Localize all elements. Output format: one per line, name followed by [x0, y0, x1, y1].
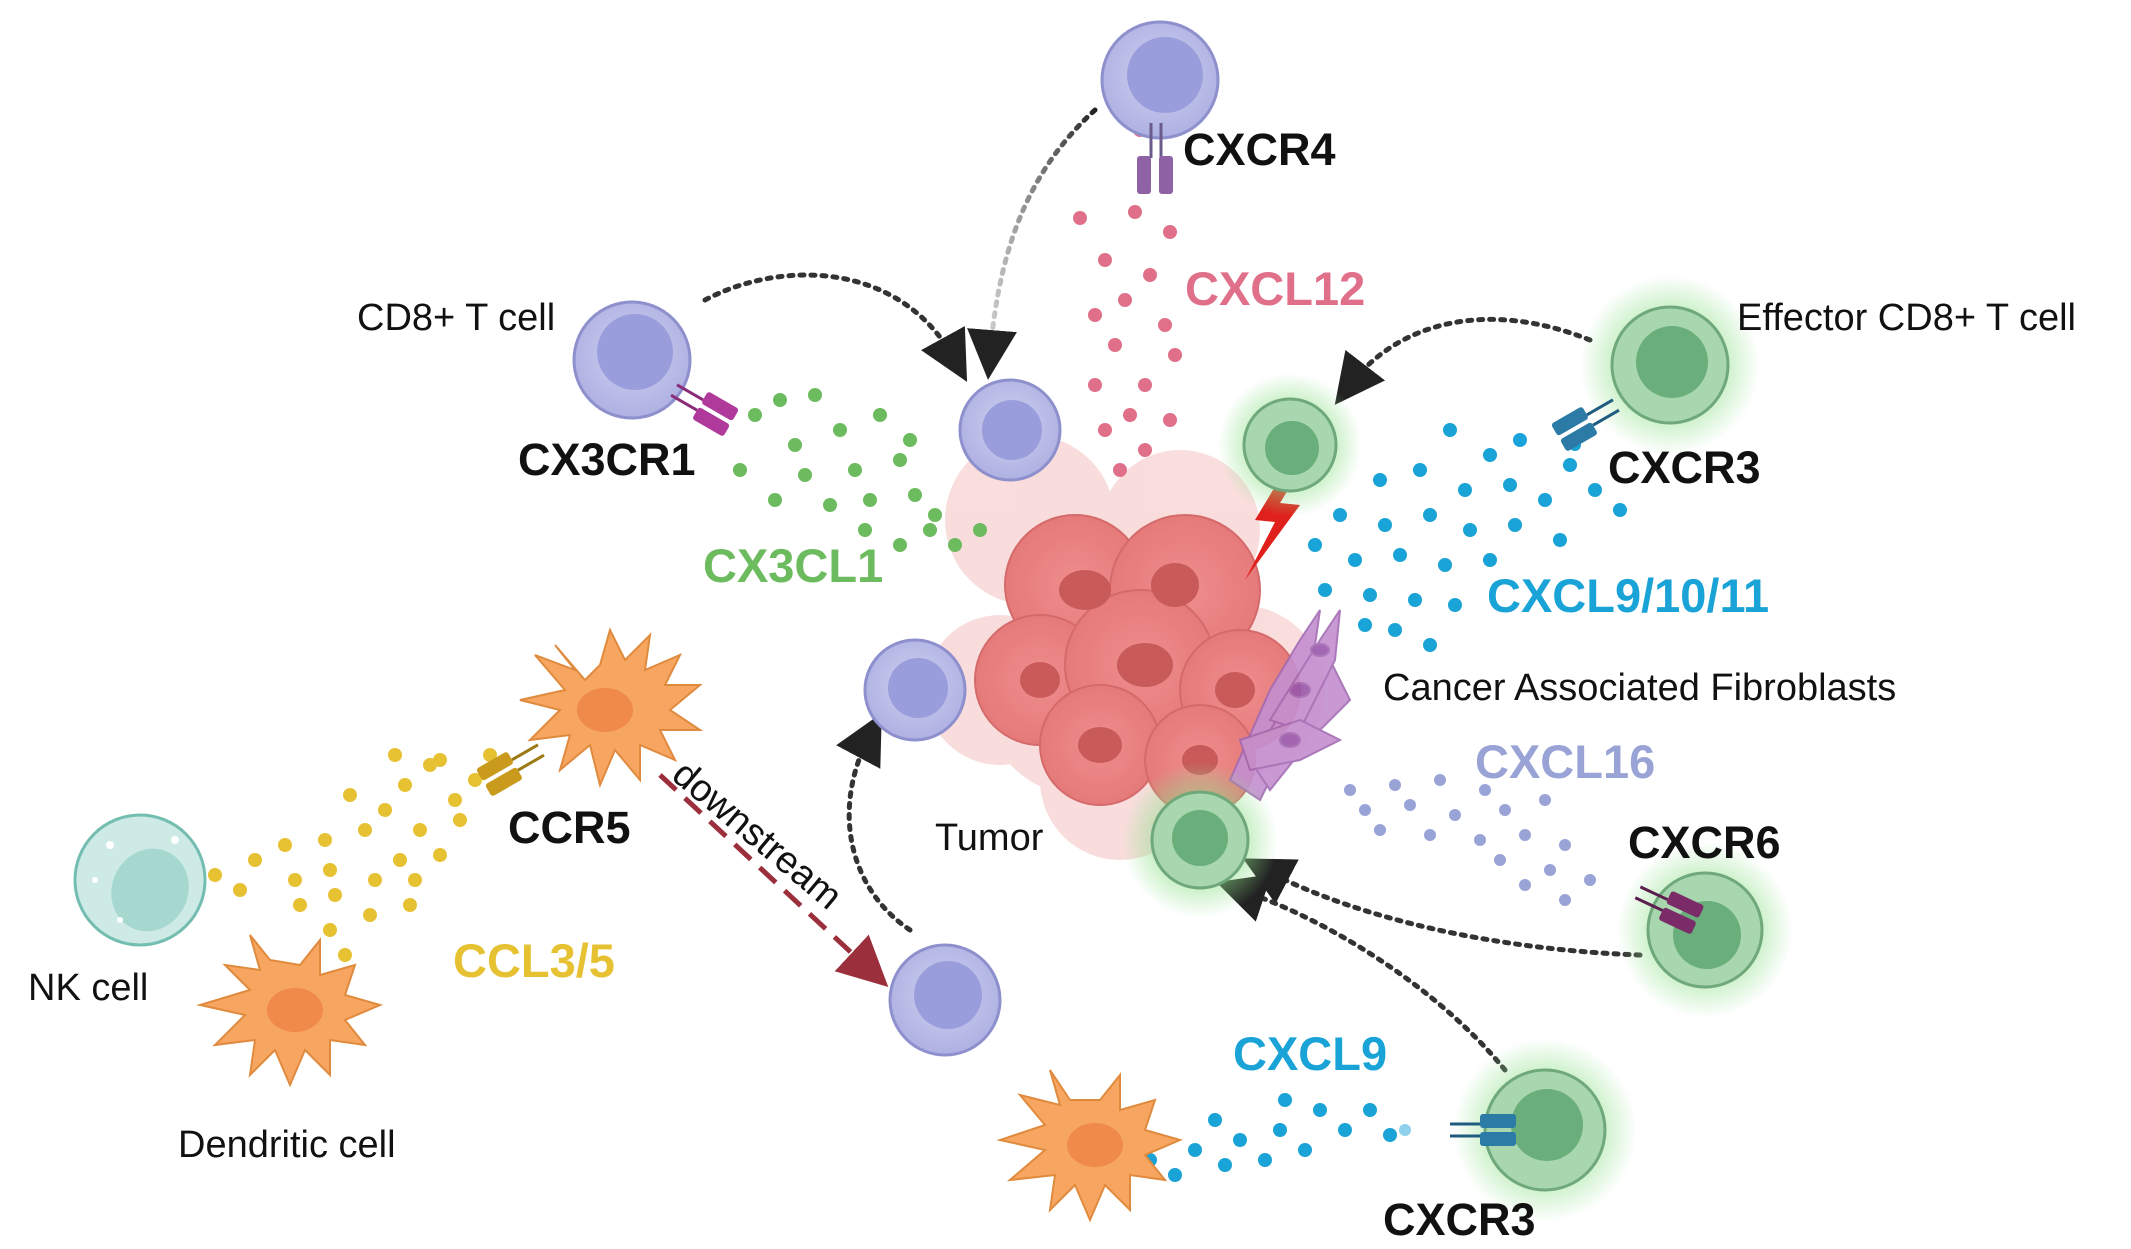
arrow-cd8 [702, 272, 968, 382]
arrow-cxcr6 [1242, 858, 1643, 958]
effector-t-cell-icon [1617, 842, 1793, 1018]
dendritic-cell-icon [519, 627, 704, 789]
cxcl16-label: CXCL16 [1475, 735, 1655, 788]
effector-t-cell-icon [1122, 762, 1278, 918]
cxcr6-label: CXCR6 [1628, 817, 1781, 868]
downstream-label: downstream [664, 753, 850, 918]
ccl3-5-dots [208, 748, 497, 992]
cxcl9-label: CXCL9 [1233, 1027, 1387, 1080]
dendritic-cell-icon [996, 1069, 1183, 1223]
cx3cr1-label: CX3CR1 [518, 434, 696, 485]
cxcl9-10-11-label: CXCL9/10/11 [1487, 569, 1769, 622]
effector-t-cell-icon [1580, 275, 1760, 455]
cx3cl1-dots [733, 388, 987, 552]
arrow-tcell-up [836, 712, 913, 933]
dendritic-cell-icon [196, 934, 383, 1088]
nk-cell-icon [73, 813, 207, 947]
tumor-label: Tumor [935, 817, 1044, 859]
cx3cl1-label: CX3CL1 [703, 539, 883, 592]
arrow-downstream [658, 773, 889, 988]
arrow-cxcr3-bottom [1216, 874, 1508, 1073]
cxcr3-top-label: CXCR3 [1608, 442, 1761, 493]
ccl3-5-label: CCL3/5 [453, 934, 615, 987]
cxcr3-bottom-label: CXCR3 [1383, 1194, 1536, 1245]
ccr5-label: CCR5 [508, 802, 631, 853]
cxcr4-label: CXCR4 [1183, 124, 1336, 175]
cxcl16-dots [1344, 774, 1596, 906]
cxcl9-10-11-dots [1308, 423, 1627, 652]
cxcl9-dots [1143, 1093, 1411, 1182]
migration-arrows [702, 107, 1643, 1073]
effector-cd8-t-cell-label: Effector CD8+ T cell [1737, 297, 2076, 339]
receptor-icon [476, 123, 1704, 1146]
cafs-label: Cancer Associated Fibroblasts [1383, 667, 1896, 709]
fibroblast-icon [1228, 609, 1352, 802]
t-cell-icon [958, 378, 1062, 482]
cd8-t-cell-label: CD8+ T cell [357, 297, 555, 339]
effector-t-cell-icon [1453, 1038, 1637, 1222]
t-cell-icon [1100, 20, 1220, 140]
tumor-icon [925, 435, 1325, 860]
t-cell-icon [863, 638, 967, 742]
t-cell-icon [572, 300, 692, 420]
t-cell-icon [888, 943, 1002, 1057]
arrow-cxcr4 [967, 107, 1098, 380]
nk-cell-label: NK cell [28, 967, 148, 1009]
effector-t-cell-icon [1218, 373, 1362, 517]
dendritic-cell-label: Dendritic cell [178, 1124, 396, 1166]
cxcl12-label: CXCL12 [1185, 262, 1365, 315]
arrow-effector-top [1334, 316, 1593, 405]
